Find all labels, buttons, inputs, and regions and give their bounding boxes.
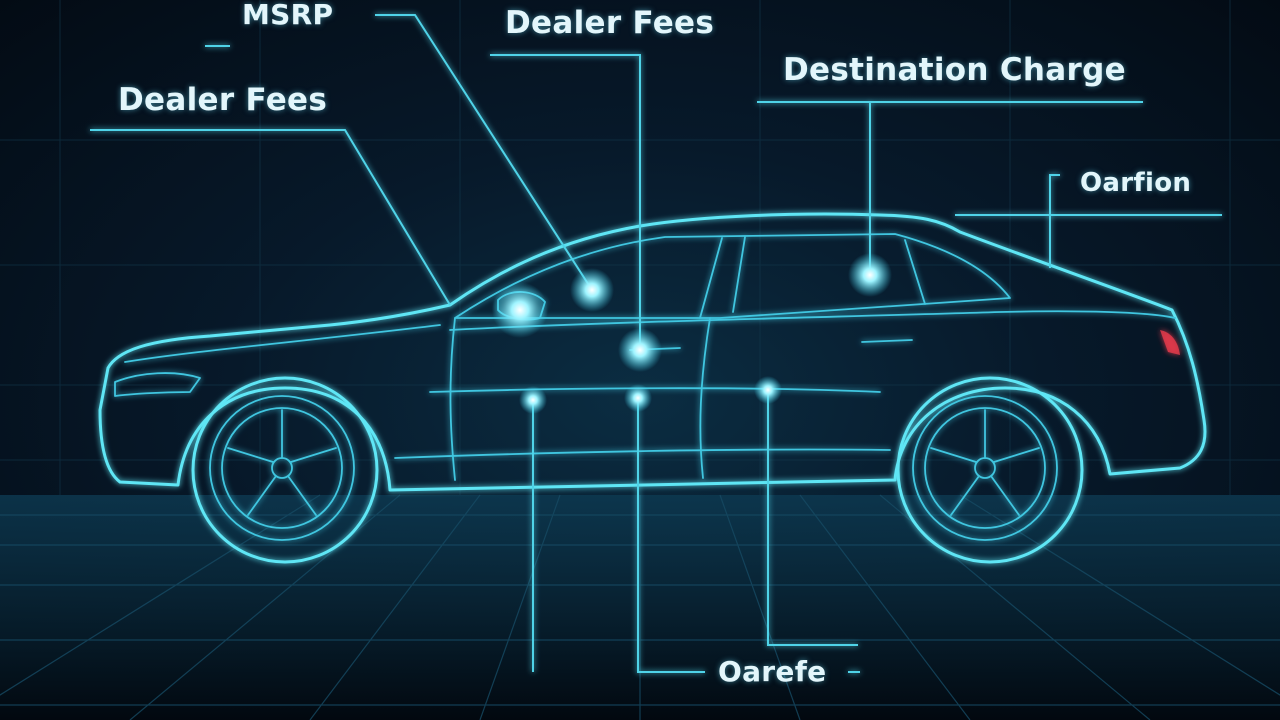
body-crease xyxy=(429,387,881,393)
hotspot-destination xyxy=(848,253,892,297)
hotspot-msrp xyxy=(570,268,614,312)
hood-line xyxy=(124,324,441,363)
perspective-floor xyxy=(0,494,1280,720)
headlight xyxy=(114,372,201,397)
leader-dealer-fees-left xyxy=(90,129,451,306)
label-right: Oarfion xyxy=(1080,168,1192,198)
hotspot-lower-3 xyxy=(754,376,782,404)
leader-drop-3 xyxy=(767,390,858,646)
label-dealer-fees-top: Dealer Fees xyxy=(505,5,715,41)
hotspot-lower-1 xyxy=(519,386,547,414)
window-pillar-front xyxy=(699,237,723,319)
hotspot-lower-2 xyxy=(624,384,652,412)
front-wheel xyxy=(191,376,379,564)
hotspot-dealer-fees xyxy=(618,328,662,372)
car-wireframe xyxy=(98,212,1207,564)
door-line-front xyxy=(449,317,456,481)
belt-line xyxy=(449,310,1176,331)
taillight xyxy=(1160,330,1180,355)
door-line-rear xyxy=(699,317,711,479)
leader-drop-2 xyxy=(637,398,705,673)
hotspot-mirror xyxy=(492,282,548,338)
leader-dealer-fees-top xyxy=(490,54,641,352)
label-destination-charge: Destination Charge xyxy=(783,52,1126,88)
leader-msrp xyxy=(375,14,593,291)
leader-right-vertical xyxy=(1049,174,1060,268)
label-msrp: MSRP xyxy=(242,0,334,31)
door-handle-rear xyxy=(861,339,913,343)
label-bottom: Oarefe xyxy=(718,655,827,688)
car-body-outline xyxy=(98,212,1207,492)
leader-lines xyxy=(90,14,1222,673)
side-skirt xyxy=(394,448,891,459)
label-dealer-fees-left: Dealer Fees xyxy=(118,82,328,118)
window-pillar-mid xyxy=(732,236,746,313)
hotspots xyxy=(492,253,892,414)
rear-wheel xyxy=(896,376,1084,564)
window-pillar-rear xyxy=(904,239,926,305)
